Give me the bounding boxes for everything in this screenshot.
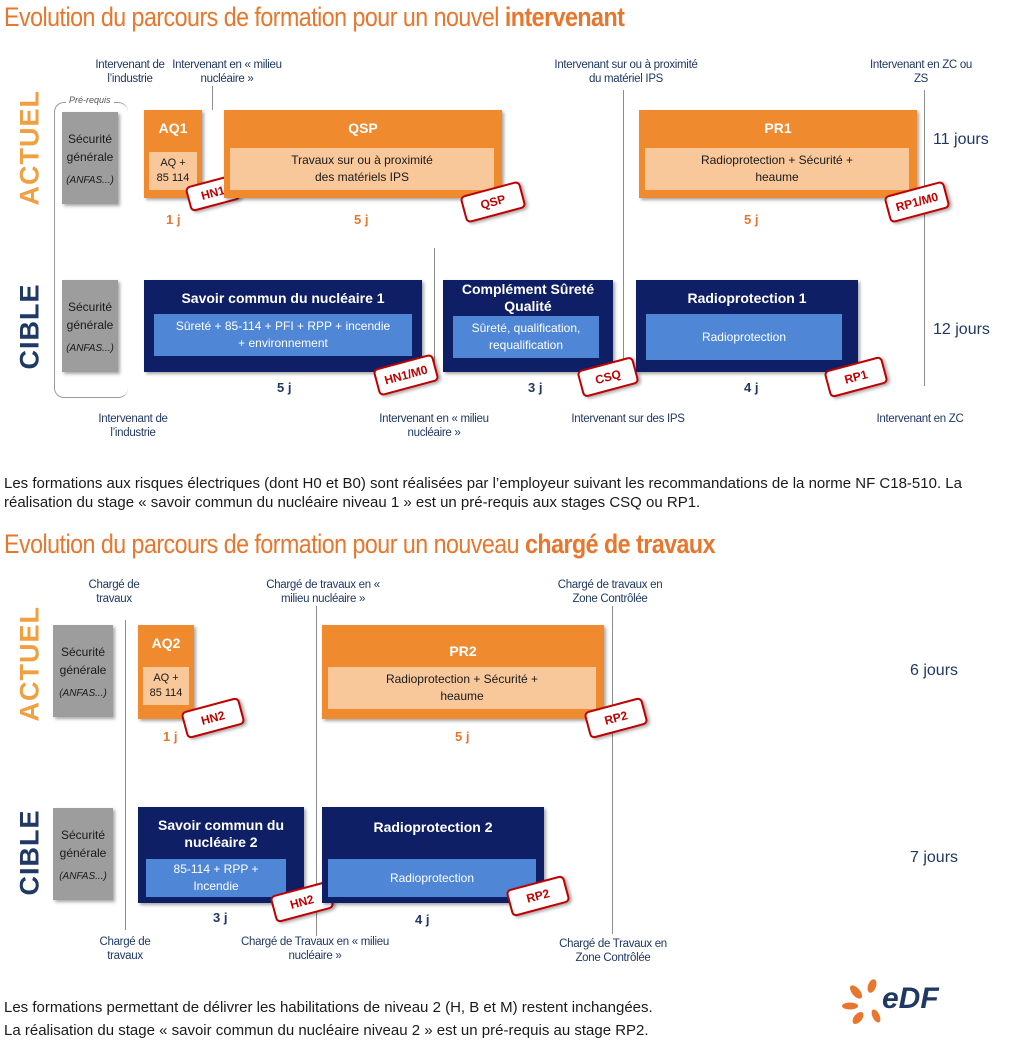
actuel-total-days: 11 jours (933, 131, 989, 148)
pr2-content: Radioprotection + Sécurité + heaume (328, 667, 596, 709)
cible-total-days: 12 jours (933, 321, 990, 338)
cible-label: CIBLE (14, 283, 45, 370)
csq-box: Complément Sûreté Qualité Sûreté, qualif… (443, 280, 613, 372)
pr1-box: PR1 Radioprotection + Sécurité + heaume (639, 110, 917, 198)
radioprotection-2-box: Radioprotection 2 Radioprotection (322, 807, 544, 903)
qsp-content: Travaux sur ou à proximité des matériels… (230, 148, 494, 190)
pr2-duration: 5 j (455, 729, 470, 744)
section1-paragraph: Les formations aux risques électriques (… (4, 475, 962, 511)
label-bottom-charge-milieu-nucleaire: Chargé de Travaux en « milieu nucléaire … (241, 936, 389, 962)
label-top-zc-zs: Intervenant en ZC ou ZS (869, 59, 973, 85)
edf-logo: eDF (842, 978, 952, 1024)
savoir-commun-1-duration: 5 j (277, 380, 292, 395)
csq-title: Complément Sûreté Qualité (461, 281, 595, 314)
actuel-total-days-2: 6 jours (910, 662, 959, 679)
cible-label-2: CIBLE (14, 809, 45, 896)
pr1-title: PR1 (764, 120, 792, 136)
divider-line (623, 90, 624, 380)
radioprotection-1-content: Radioprotection (646, 314, 842, 360)
qsp-title: QSP (348, 120, 378, 136)
divider-line (612, 606, 613, 934)
edf-logo-text: eDF (882, 982, 939, 1015)
pr1-duration: 5 j (744, 212, 759, 227)
prerequis-label: Pré-requis (66, 95, 114, 105)
radioprotection-2-title: Radioprotection 2 (373, 819, 493, 835)
section2-paragraph-1: Les formations permettant de délivrer le… (4, 999, 653, 1016)
label-bottom-industrie: Intervenant de l’industrie (98, 413, 168, 439)
divider-line (924, 90, 925, 386)
aq1-duration: 1 j (166, 212, 181, 227)
radioprotection-1-duration: 4 j (744, 380, 759, 395)
cible-total-days-2: 7 jours (910, 849, 959, 866)
aq2-duration: 1 j (163, 729, 178, 744)
qsp-box: QSP Travaux sur ou à proximité des matér… (224, 110, 502, 198)
label-top-ips: Intervenant sur ou à proximité du matéri… (554, 59, 698, 85)
label-top-milieu-nucleaire: Intervenant en « milieu nucléaire » (172, 59, 282, 85)
savoir-commun-1-box: Savoir commun du nucléaire 1 Sûreté + 85… (144, 280, 422, 372)
label-bottom-charge-zone-controlee: Chargé de Travaux en Zone Contrôlée (559, 938, 667, 964)
radioprotection-2-duration: 4 j (415, 912, 430, 927)
aq2-box: AQ2 AQ + 85 114 (138, 625, 194, 719)
edf-sun-icon (842, 979, 881, 1024)
pr1-content: Radioprotection + Sécurité + heaume (645, 148, 909, 190)
savoir-commun-2-title: Savoir commun du nucléaire 2 (157, 817, 285, 850)
radioprotection-1-title: Radioprotection 1 (687, 290, 807, 306)
csq-content: Sûreté, qualification, requalification (453, 316, 599, 358)
aq1-content: AQ + 85 114 (149, 152, 197, 190)
section2-title: Evolution du parcours de formation pour … (4, 529, 716, 559)
aq1-title: AQ1 (158, 120, 188, 136)
savoir-commun-1-title: Savoir commun du nucléaire 1 (181, 290, 385, 306)
section2-paragraph-2: La réalisation du stage « savoir commun … (4, 1022, 649, 1039)
label-top-charge-travaux: Chargé de travaux (88, 579, 140, 605)
aq1-box: AQ1 AQ + 85 114 (144, 110, 202, 198)
radioprotection-2-content: Radioprotection (328, 859, 536, 897)
divider-line (125, 620, 126, 930)
divider-line (434, 248, 435, 378)
qsp-duration: 5 j (354, 212, 369, 227)
savoir-commun-2-duration: 3 j (213, 910, 228, 925)
aq2-content: AQ + 85 114 (143, 667, 189, 705)
pr2-title: PR2 (449, 643, 477, 659)
section1-title: Evolution du parcours de formation pour … (4, 2, 625, 32)
savoir-commun-2-content: 85-114 + RPP + Incendie (146, 859, 286, 897)
label-bottom-milieu-nucleaire: Intervenant en « milieu nucléaire » (379, 413, 489, 439)
label-top-industrie: Intervenant de l’industrie (95, 59, 165, 85)
divider-line (316, 606, 317, 936)
radioprotection-1-box: Radioprotection 1 Radioprotection (636, 280, 858, 372)
label-bottom-ips: Intervenant sur des IPS (571, 413, 685, 425)
divider-line (212, 86, 213, 110)
aq2-title: AQ2 (151, 635, 181, 651)
actuel-label: ACTUEL (14, 90, 45, 206)
csq-duration: 3 j (528, 380, 543, 395)
label-bottom-zc: Intervenant en ZC (876, 413, 964, 425)
savoir-commun-2-box: Savoir commun du nucléaire 2 85-114 + RP… (138, 807, 304, 903)
label-top-charge-zone-controlee: Chargé de travaux en Zone Contrôlée (557, 579, 663, 605)
actuel-label-2: ACTUEL (14, 606, 45, 722)
label-bottom-charge-travaux: Chargé de travaux (99, 936, 151, 962)
savoir-commun-1-content: Sûreté + 85-114 + PFI + RPP + incendie +… (154, 314, 412, 356)
pr2-box: PR2 Radioprotection + Sécurité + heaume (322, 625, 604, 719)
label-top-charge-milieu-nucleaire: Chargé de travaux en « milieu nucléaire … (266, 579, 380, 605)
